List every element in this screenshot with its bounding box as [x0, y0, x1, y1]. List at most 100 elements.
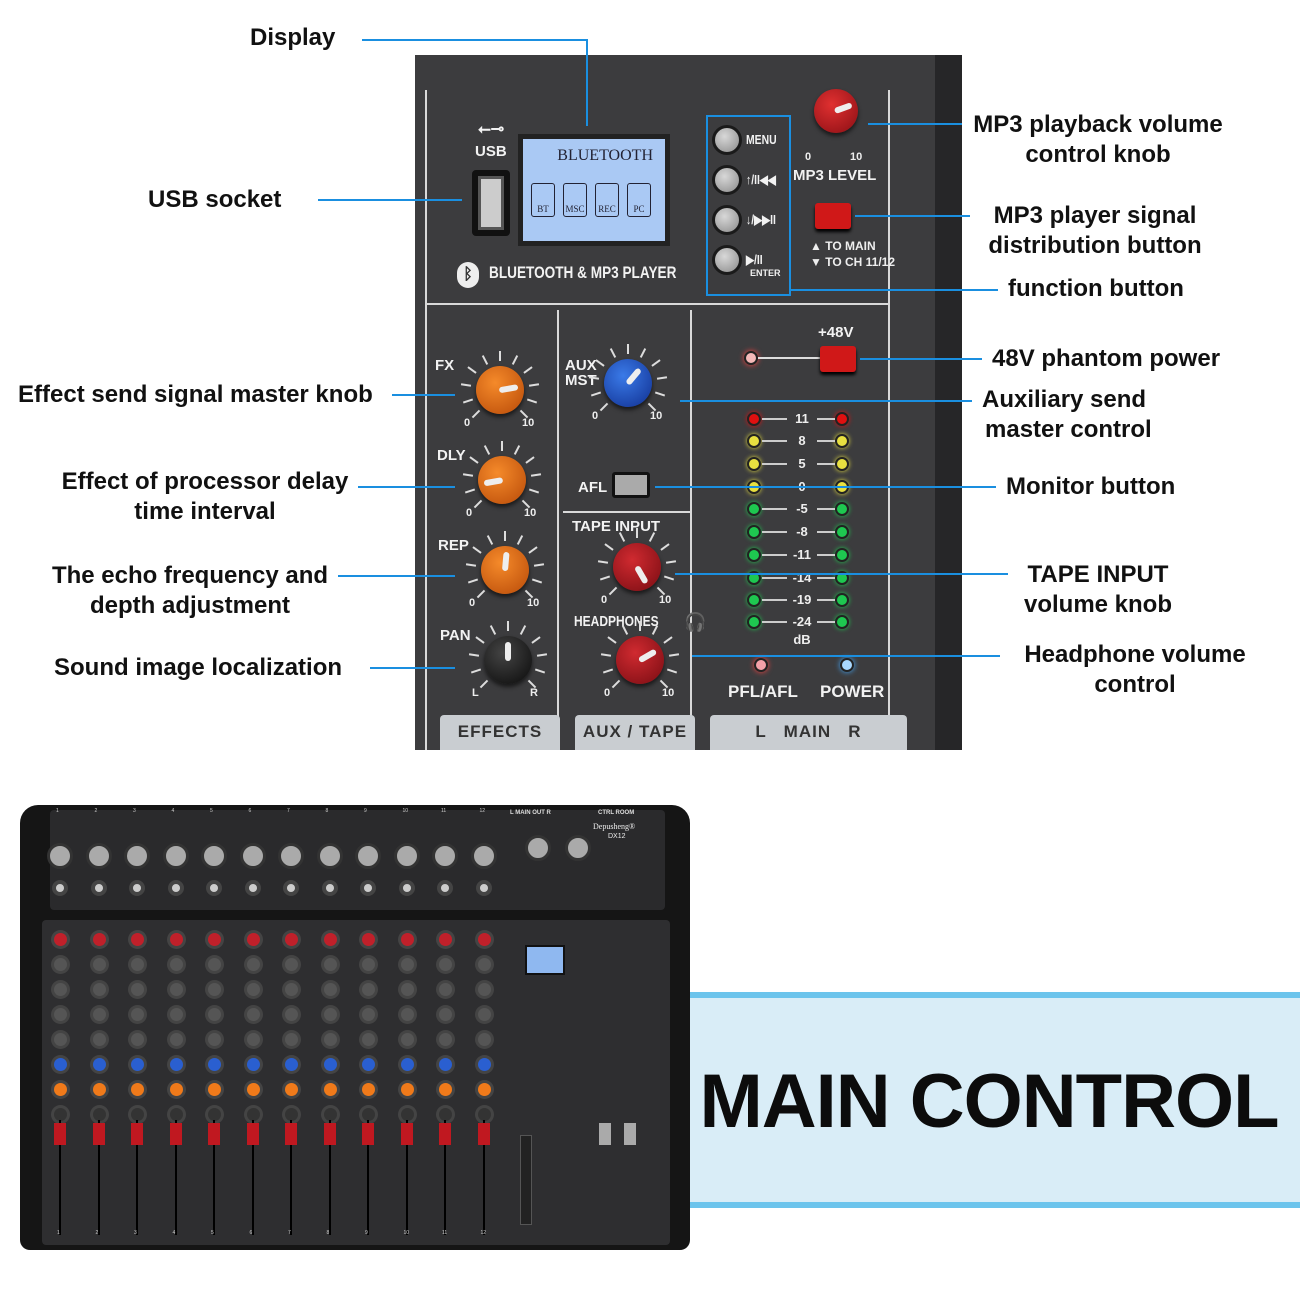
channel-knob[interactable] — [323, 1083, 337, 1096]
channel-fader[interactable] — [439, 1123, 451, 1145]
channel-knob[interactable] — [285, 958, 298, 971]
fx-knob[interactable] — [476, 366, 524, 414]
channel-knob[interactable] — [54, 1058, 67, 1071]
channel-fader[interactable] — [54, 1123, 66, 1145]
channel-knob[interactable] — [323, 1008, 337, 1021]
channel-knob[interactable] — [169, 1008, 183, 1021]
main-fader[interactable] — [599, 1123, 611, 1145]
channel-knob[interactable] — [323, 958, 337, 971]
channel-knob[interactable] — [169, 983, 183, 996]
channel-knob[interactable] — [400, 958, 414, 971]
channel-knob[interactable] — [54, 933, 67, 946]
channel-knob[interactable] — [131, 933, 144, 946]
channel-knob[interactable] — [477, 958, 491, 971]
channel-knob[interactable] — [323, 1108, 337, 1121]
channel-fader[interactable] — [323, 1123, 336, 1145]
headphone-knob[interactable] — [616, 636, 664, 684]
channel-knob[interactable] — [477, 983, 491, 996]
phantom-power-button[interactable] — [820, 346, 856, 372]
channel-knob[interactable] — [400, 1083, 414, 1096]
channel-knob[interactable] — [92, 1108, 106, 1121]
channel-knob[interactable] — [477, 1058, 491, 1071]
channel-knob[interactable] — [285, 1008, 298, 1021]
channel-fader[interactable] — [285, 1123, 297, 1145]
channel-knob[interactable] — [131, 983, 144, 996]
aux-master-knob[interactable] — [604, 359, 652, 407]
channel-knob[interactable] — [131, 1033, 144, 1046]
channel-knob[interactable] — [477, 1033, 491, 1046]
channel-knob[interactable] — [92, 1033, 106, 1046]
channel-knob[interactable] — [246, 933, 260, 946]
channel-knob[interactable] — [323, 1033, 337, 1046]
channel-fader[interactable] — [362, 1123, 374, 1145]
channel-knob[interactable] — [285, 1108, 298, 1121]
channel-knob[interactable] — [400, 1033, 414, 1046]
channel-knob[interactable] — [131, 1008, 144, 1021]
channel-knob[interactable] — [362, 1083, 375, 1096]
channel-knob[interactable] — [362, 933, 375, 946]
channel-knob[interactable] — [246, 1008, 260, 1021]
channel-fader[interactable] — [169, 1123, 182, 1145]
channel-knob[interactable] — [285, 933, 298, 946]
channel-knob[interactable] — [92, 983, 106, 996]
channel-knob[interactable] — [92, 958, 106, 971]
channel-knob[interactable] — [246, 958, 260, 971]
channel-knob[interactable] — [439, 1058, 452, 1071]
channel-knob[interactable] — [477, 1108, 491, 1121]
channel-knob[interactable] — [285, 1033, 298, 1046]
channel-knob[interactable] — [439, 1083, 452, 1096]
channel-knob[interactable] — [362, 958, 375, 971]
channel-knob[interactable] — [54, 1083, 67, 1096]
channel-fader[interactable] — [400, 1123, 413, 1145]
channel-fader[interactable] — [477, 1123, 490, 1145]
channel-knob[interactable] — [362, 1108, 375, 1121]
channel-knob[interactable] — [208, 1058, 221, 1071]
channel-knob[interactable] — [439, 1108, 452, 1121]
repeat-knob[interactable] — [481, 546, 529, 594]
pan-knob[interactable] — [484, 636, 532, 684]
channel-knob[interactable] — [54, 1008, 67, 1021]
channel-knob[interactable] — [285, 983, 298, 996]
tape-input-knob[interactable] — [613, 543, 661, 591]
channel-knob[interactable] — [439, 983, 452, 996]
channel-knob[interactable] — [208, 1033, 221, 1046]
channel-knob[interactable] — [54, 1108, 67, 1121]
channel-knob[interactable] — [246, 1058, 260, 1071]
channel-knob[interactable] — [400, 1058, 414, 1071]
channel-knob[interactable] — [208, 958, 221, 971]
channel-knob[interactable] — [323, 1058, 337, 1071]
channel-knob[interactable] — [246, 983, 260, 996]
channel-knob[interactable] — [92, 1058, 106, 1071]
channel-knob[interactable] — [131, 1083, 144, 1096]
channel-knob[interactable] — [169, 958, 183, 971]
usb-socket[interactable] — [472, 170, 510, 236]
channel-knob[interactable] — [92, 933, 106, 946]
main-fader[interactable] — [624, 1123, 636, 1145]
channel-fader[interactable] — [92, 1123, 105, 1145]
channel-knob[interactable] — [92, 1008, 106, 1021]
function-button-1[interactable] — [712, 125, 742, 155]
channel-knob[interactable] — [131, 958, 144, 971]
channel-knob[interactable] — [169, 933, 183, 946]
channel-knob[interactable] — [400, 1108, 414, 1121]
channel-knob[interactable] — [439, 958, 452, 971]
afl-monitor-button[interactable] — [612, 472, 650, 498]
channel-knob[interactable] — [246, 1033, 260, 1046]
channel-knob[interactable] — [246, 1083, 260, 1096]
channel-knob[interactable] — [208, 933, 221, 946]
function-button-2[interactable] — [712, 165, 742, 195]
mp3-distribution-button[interactable] — [815, 203, 851, 229]
channel-knob[interactable] — [477, 1008, 491, 1021]
channel-knob[interactable] — [362, 1058, 375, 1071]
function-button-3[interactable] — [712, 205, 742, 235]
channel-knob[interactable] — [169, 1033, 183, 1046]
channel-knob[interactable] — [439, 933, 452, 946]
channel-knob[interactable] — [246, 1108, 260, 1121]
channel-knob[interactable] — [131, 1058, 144, 1071]
channel-knob[interactable] — [362, 983, 375, 996]
channel-knob[interactable] — [323, 983, 337, 996]
channel-knob[interactable] — [477, 1083, 491, 1096]
channel-knob[interactable] — [131, 1108, 144, 1121]
channel-knob[interactable] — [400, 933, 414, 946]
channel-knob[interactable] — [54, 1033, 67, 1046]
